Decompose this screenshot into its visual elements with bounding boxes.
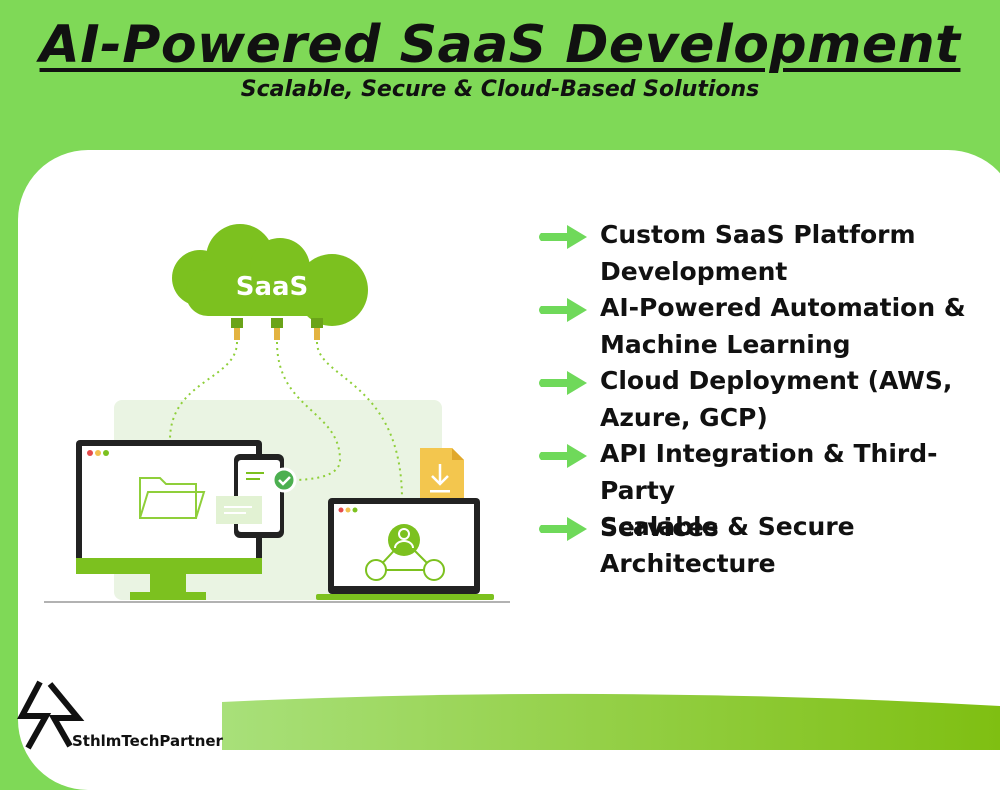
cloud-label: SaaS	[236, 272, 309, 302]
feature-item: API Integration & Third-Party Services	[537, 435, 997, 542]
arrow-right-icon	[539, 371, 587, 395]
check-badge-icon	[271, 467, 297, 493]
page-subtitle: Scalable, Secure & Cloud-Based Solutions	[240, 77, 760, 102]
feature-line: AI-Powered Automation &	[600, 293, 966, 322]
feature-line: Azure, GCP)	[600, 403, 768, 432]
footer-band	[222, 693, 1000, 750]
feature-item: Custom SaaS Platform Development	[537, 216, 997, 289]
cloud-icon	[172, 224, 368, 326]
connector-plugs	[231, 318, 323, 340]
feature-line: Architecture	[600, 549, 776, 578]
saas-illustration: SaaS	[44, 224, 510, 603]
folder-icon	[139, 477, 206, 519]
page-title: AI-Powered SaaS Development	[39, 15, 961, 75]
download-document-icon	[420, 448, 464, 506]
feature-line: API Integration & Third-Party	[600, 439, 938, 505]
feature-line: Services	[600, 513, 719, 542]
arrow-right-icon	[539, 517, 587, 541]
feature-line: Machine Learning	[600, 330, 851, 359]
feature-line: Development	[600, 257, 788, 286]
message-card-icon	[216, 496, 262, 524]
arrow-right-icon	[539, 298, 587, 322]
desktop-monitor-icon	[76, 440, 262, 600]
brand-logo-icon	[17, 680, 85, 750]
feature-item: Cloud Deployment (AWS, Azure, GCP)	[537, 362, 997, 435]
feature-item: Scalable & Secure Architecture	[537, 508, 997, 581]
feature-line: Custom SaaS Platform	[600, 220, 916, 249]
arrow-right-icon	[539, 225, 587, 249]
arrow-right-icon	[539, 444, 587, 468]
brand-name: SthlmTechPartner	[72, 732, 223, 750]
connection-lines	[169, 341, 403, 501]
user-network-icon	[365, 524, 445, 581]
feature-item: AI-Powered Automation & Machine Learning	[537, 289, 997, 362]
feature-line: Cloud Deployment (AWS,	[600, 366, 953, 395]
feature-list: Custom SaaS Platform Development AI-Powe…	[537, 216, 997, 581]
feature-line: Scalable & Secure	[600, 512, 855, 541]
